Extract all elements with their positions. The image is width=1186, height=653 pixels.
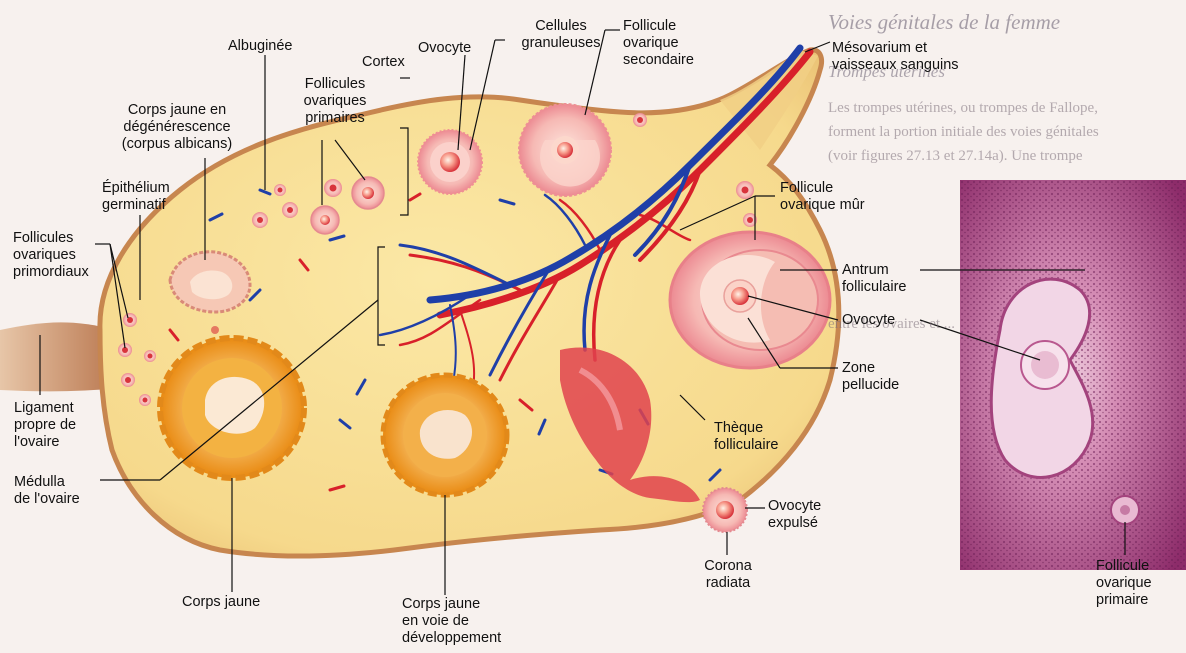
- label-mesovarium: Mésovarium et vaisseaux sanguins: [832, 40, 959, 74]
- label-follicule-primaire-micro: Follicule ovarique primaire: [1096, 558, 1152, 609]
- secondary-follicle: [519, 104, 611, 196]
- mature-follicle: [670, 232, 830, 368]
- label-corps-jaune-developpement: Corps jaune en voie de développement: [402, 596, 501, 647]
- label-follicules-primaires: Follicules ovariques primaires: [290, 76, 380, 127]
- background-paragraph: Les trompes utérines, ou trompes de Fall…: [828, 96, 1168, 336]
- label-zone-pellucide: Zone pellucide: [842, 360, 899, 394]
- label-follicule-mur: Follicule ovarique mûr: [780, 180, 865, 214]
- background-title: Voies génitales de la femme: [828, 10, 1060, 35]
- label-cortex: Cortex: [362, 54, 405, 71]
- label-ovocyte-right: Ovocyte: [842, 312, 895, 329]
- developing-corpus-luteum: [383, 375, 507, 495]
- label-albuginee: Albuginée: [228, 38, 293, 55]
- label-ovocyte-top: Ovocyte: [418, 40, 471, 57]
- label-ligament: Ligament propre de l'ovaire: [14, 400, 76, 451]
- label-follicule-secondaire: Follicule ovarique secondaire: [623, 18, 694, 69]
- label-ovocyte-expulse: Ovocyte expulsé: [768, 498, 821, 532]
- label-cellules-granuleuses: Cellules granuleuses: [506, 18, 616, 52]
- label-theque: Thèque folliculaire: [714, 420, 778, 454]
- label-corps-jaune: Corps jaune: [182, 594, 260, 611]
- label-corona-radiata: Corona radiata: [696, 558, 760, 592]
- label-antrum: Antrum folliculaire: [842, 262, 906, 296]
- label-follicules-primordiaux: Follicules ovariques primordiaux: [13, 230, 89, 281]
- corpus-luteum: [160, 338, 304, 478]
- label-medulla: Médulla de l'ovaire: [14, 474, 80, 508]
- label-epithelium: Épithélium germinatif: [102, 180, 170, 214]
- label-corps-jaune-degenerescence: Corps jaune en dégénérescence (corpus al…: [112, 102, 242, 153]
